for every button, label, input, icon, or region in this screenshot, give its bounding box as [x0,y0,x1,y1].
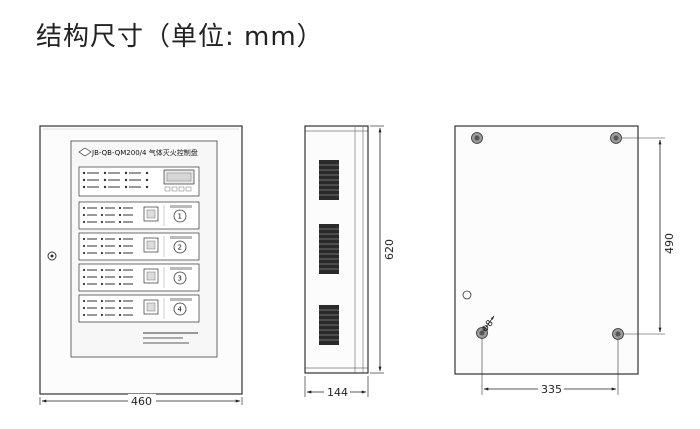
back-view: Φ8 490 335 [454,125,677,396]
front-view: JB-QB-QM200/4 气体灭火控制盘 [39,125,243,408]
zone-module-1: 1 [78,201,200,230]
module-number-4: 4 [178,306,183,314]
front-width-dimension: 460 [39,394,243,408]
mounting-hole-top-left-icon [471,132,483,144]
panel-model-label: JB-QB-QM200/4 气体灭火控制盘 [91,148,198,157]
side-height-dimension: 620 [370,125,397,374]
side-view: 620 144 [304,125,397,399]
back-vertical-dimension: 490 [622,137,677,335]
side-depth-dimension: 144 [304,376,369,399]
side-vent-bottom [319,305,339,345]
side-height-label: 620 [383,239,396,260]
zone-module-3: 3 [78,263,200,292]
side-vent-middle [319,224,339,274]
mounting-hole-bottom-left-icon [476,327,488,339]
side-vent-top [319,160,339,200]
mounting-hole-bottom-right-icon [612,328,624,340]
back-horizontal-label: 335 [541,383,562,396]
module-number-3: 3 [178,275,182,283]
brand-logo-icon [78,147,92,157]
front-width-label: 460 [131,395,152,408]
zone-module-2: 2 [78,232,200,261]
module-number-2: 2 [178,244,182,252]
side-depth-label: 144 [327,386,348,399]
keypad-buttons [164,186,192,192]
module-number-1: 1 [178,213,182,221]
cable-hole-icon [462,290,472,300]
mounting-hole-top-right-icon [610,132,622,144]
zone-module-4: 4 [78,294,200,323]
back-vertical-label: 490 [663,233,676,254]
display-indicator-leds [82,171,149,189]
diagram-title: 结构尺寸（单位: mm） [36,22,324,52]
back-horizontal-dimension: 335 [481,339,619,396]
manufacturer-info-block [143,332,198,344]
